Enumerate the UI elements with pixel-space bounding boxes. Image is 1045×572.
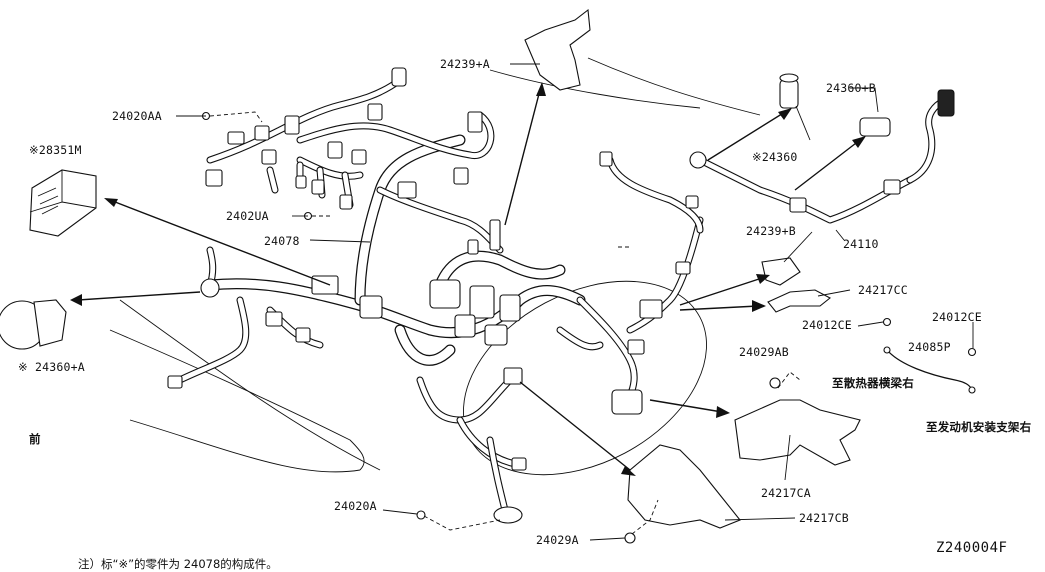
brackets: [524, 8, 861, 529]
label-24085P: 24085P: [908, 340, 951, 354]
harness-24110: [689, 73, 955, 224]
pointer-arrows: [70, 82, 866, 476]
label-24020AA: 24020AA: [112, 109, 162, 123]
main-harness: [204, 134, 586, 366]
label-24360: ※24360: [752, 150, 798, 164]
label-24217CB: 24217CB: [799, 511, 849, 525]
label-24029AB: 24029AB: [739, 345, 789, 359]
lower-branch: [416, 367, 527, 524]
label-24239A: 24239+A: [440, 57, 490, 71]
label-24078: 24078: [264, 234, 300, 248]
center-junction: [359, 219, 521, 346]
label-24029A: 24029A: [536, 533, 579, 547]
label-2402UA: 2402UA: [226, 209, 269, 223]
left-branches: [167, 246, 339, 389]
leader-lines: [176, 63, 974, 541]
annotation-radiator: 至散热器横梁右: [832, 376, 914, 390]
label-24217CA: 24217CA: [761, 486, 811, 500]
sensor-24360A: [0, 299, 67, 350]
reference-code: Z240004F: [936, 540, 1008, 556]
label-24217CC: 24217CC: [858, 283, 908, 297]
label-24012CE-b: 24012CE: [932, 310, 982, 324]
label-24239B: 24239+B: [746, 224, 796, 238]
upper-branches: [205, 67, 504, 255]
label-24360A: ※ 24360+A: [18, 360, 85, 374]
annotation-engine-mount: 至发动机安装支架右: [926, 420, 1032, 434]
footnote: 注）标“※”的零件为 24078的构成件。: [78, 557, 278, 571]
label-24110: 24110: [843, 237, 879, 251]
annotation-front: 前: [29, 432, 41, 446]
right-subharness: [556, 151, 704, 415]
label-28351M: ※28351M: [29, 143, 82, 157]
module-28351M: [29, 169, 97, 237]
label-24012CE-a: 24012CE: [802, 318, 852, 332]
label-24360B: 24360+B: [826, 81, 876, 95]
body-outline: [109, 57, 761, 473]
label-24020A: 24020A: [334, 499, 377, 513]
